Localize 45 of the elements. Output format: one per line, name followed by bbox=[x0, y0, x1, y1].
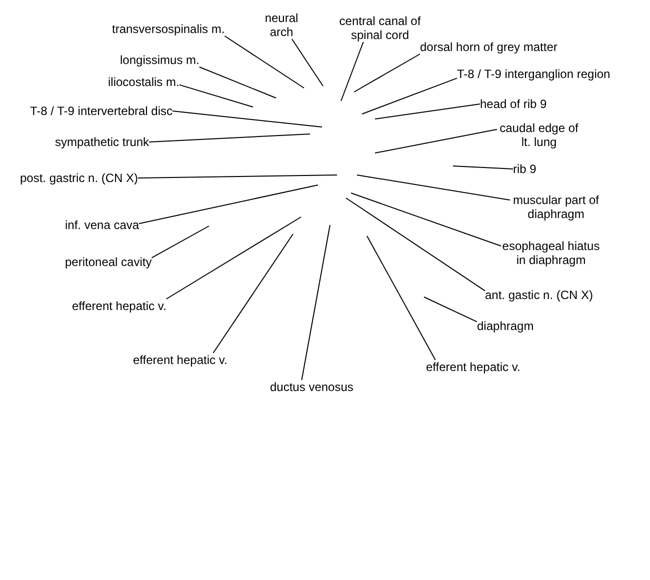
part-label: diaphragm bbox=[477, 319, 534, 333]
leader-line bbox=[366, 236, 436, 360]
leader-line bbox=[212, 234, 294, 354]
part-label: transversospinalis m. bbox=[112, 22, 225, 36]
leader-line bbox=[138, 184, 318, 224]
leader-line bbox=[350, 192, 502, 246]
part-label: ductus venosus bbox=[270, 380, 354, 394]
part-label: T-8 / T-9 interganglion region bbox=[457, 67, 610, 81]
part-label: iliocostalis m. bbox=[108, 75, 180, 89]
part-label: ant. gastic n. (CN X) bbox=[485, 288, 594, 302]
leader-line bbox=[291, 38, 324, 86]
leader-line bbox=[224, 36, 304, 88]
leader-line bbox=[340, 42, 364, 102]
part-label: efferent hepatic v. bbox=[133, 353, 228, 367]
part-label: peritoneal cavity bbox=[65, 255, 152, 269]
leader-line bbox=[172, 110, 322, 128]
leader-line bbox=[362, 78, 458, 114]
part-label: dorsal horn of grey matter bbox=[420, 40, 558, 54]
leader-line bbox=[178, 84, 254, 108]
leader-line bbox=[301, 224, 330, 380]
leader-line bbox=[354, 54, 420, 92]
leader-line bbox=[148, 134, 310, 142]
part-label: efferent hepatic v. bbox=[72, 299, 166, 313]
leader-line bbox=[452, 166, 514, 170]
leader-line bbox=[424, 296, 478, 322]
part-label: muscular part of diaphragm bbox=[510, 193, 602, 221]
leader-line bbox=[166, 216, 302, 300]
leader-line bbox=[138, 174, 338, 178]
leader-line bbox=[356, 174, 510, 200]
leader-line bbox=[198, 66, 276, 98]
leader-line bbox=[374, 128, 498, 154]
part-label: post. gastric n. (CN X) bbox=[20, 171, 138, 185]
part-label: longissimus m. bbox=[120, 53, 200, 67]
part-label: efferent hepatic v. bbox=[426, 360, 520, 374]
part-label: neural arch bbox=[259, 11, 304, 39]
part-label: caudal edge of lt. lung bbox=[497, 121, 581, 149]
part-label: esophageal hiatus in diaphragm bbox=[501, 239, 601, 267]
part-label: inf. vena cava bbox=[65, 218, 140, 232]
part-label: T-8 / T-9 intervertebral disc bbox=[30, 104, 172, 118]
part-label: sympathetic trunk bbox=[55, 135, 150, 149]
part-label: rib 9 bbox=[513, 162, 536, 176]
leader-line bbox=[346, 198, 486, 292]
leader-line bbox=[374, 104, 480, 120]
part-label: head of rib 9 bbox=[480, 97, 547, 111]
leader-line bbox=[151, 226, 210, 258]
